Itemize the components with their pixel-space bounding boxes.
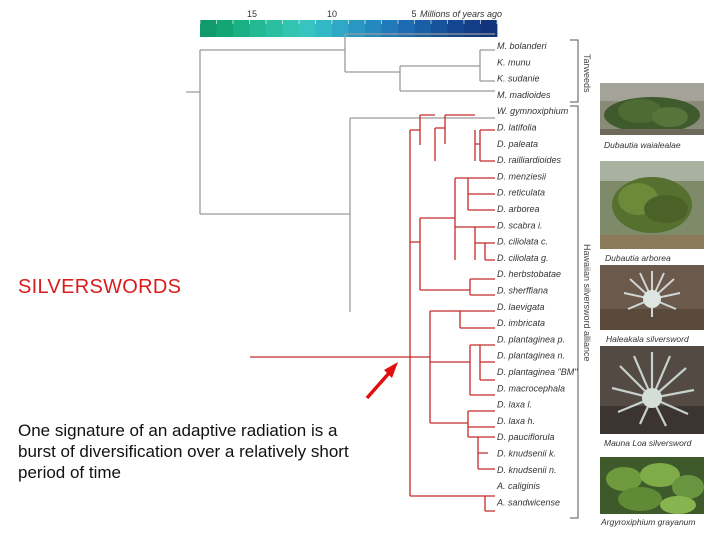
taxon-label: M. bolanderi	[497, 41, 548, 51]
timescale-cell	[299, 20, 316, 37]
taxa-labels: M. bolanderi K. munu K. sudanie M. madioide…	[496, 41, 578, 507]
taxon-label: A. sandwicense	[496, 497, 560, 507]
timescale-cell	[431, 20, 448, 37]
taxon-label: D. laxa h.	[497, 416, 535, 426]
taxon-label: K. munu	[497, 57, 531, 67]
photo-dubautia-arborea	[600, 161, 704, 249]
photo-argyroxiphium-grayanum	[600, 457, 704, 514]
alliance-label: Hawaiian silversword alliance	[582, 244, 592, 362]
caption-dubautia-waialealae: Dubautia waialealae	[604, 140, 681, 150]
timescale-tick-15: 15	[247, 9, 257, 19]
timescale-cell	[282, 20, 300, 37]
caption-haleakala-silversword: Haleakala silversword	[606, 334, 689, 344]
slide-body-text: One signature of an adaptive radiation i…	[18, 421, 349, 482]
taxon-label: M. madioides	[497, 90, 551, 100]
taxon-label: D. menziesii	[497, 171, 547, 181]
timescale-cell	[249, 20, 267, 37]
photo-haleakala-silversword	[600, 265, 704, 330]
taxon-label: D. railliardioides	[497, 155, 562, 165]
caption-argyroxiphium-grayanum: Argyroxiphium grayanum	[601, 517, 696, 527]
photo-mauna-loa-silversword	[600, 346, 704, 434]
taxon-label: D. knudsenii n.	[497, 465, 557, 475]
taxon-label: D. scabra i.	[497, 220, 543, 230]
taxon-label: K. sudanie	[497, 74, 540, 84]
timescale-cell	[464, 20, 481, 37]
silversword-branches	[250, 114, 495, 512]
taxon-label: D. latifolia	[497, 123, 537, 133]
taxon-label: D. laevigata	[497, 302, 545, 312]
timescale-cell	[381, 20, 399, 37]
timescale-cell	[348, 20, 366, 37]
taxon-label: D. laxa l.	[497, 400, 532, 410]
taxon-label: D. plantaginea n.	[497, 351, 565, 361]
taxon-label: D. knudsenii k.	[497, 449, 556, 459]
red-arrow	[365, 362, 398, 400]
taxon-label: D. ciliolata c.	[497, 237, 548, 247]
tarweed-branches	[186, 33, 495, 312]
taxon-label: D. ciliolata g.	[497, 253, 549, 263]
taxon-label: D. plantaginea "BM"	[497, 367, 578, 377]
caption-mauna-loa-silversword: Mauna Loa silversword	[604, 438, 692, 448]
timescale-tick-5: 5	[411, 9, 416, 19]
timescale-cell	[216, 20, 234, 37]
timescale-cell	[398, 20, 415, 37]
timescale-cell	[365, 20, 382, 37]
taxon-label: D. herbstobatae	[497, 269, 561, 279]
timescale-cell	[200, 20, 217, 37]
timescale-tick-10: 10	[327, 9, 337, 19]
taxon-label: D. macrocephala	[497, 383, 565, 393]
taxon-label: W. gymnoxiphium	[497, 106, 569, 116]
slide-heading: SILVERSWORDS	[18, 276, 182, 298]
timescale-cell	[332, 20, 349, 37]
taxon-label: D. pauciflorula	[497, 432, 555, 442]
taxon-label: D. arborea	[497, 204, 540, 214]
taxon-label: D. reticulata	[497, 188, 545, 198]
timescale-cell	[447, 20, 465, 37]
alliance-bracket: Hawaiian silversword alliance	[570, 105, 592, 519]
taxon-label: D. sherffiana	[497, 286, 548, 296]
tarweeds-label: Tarweeds	[582, 54, 592, 93]
timescale-cell	[480, 20, 498, 37]
taxon-label: A. caliginis	[496, 481, 541, 491]
timescale-cell	[233, 20, 250, 37]
taxon-label: D. imbricata	[497, 318, 545, 328]
taxon-label: D. paleata	[497, 139, 538, 149]
photo-dubautia-waialealae	[600, 83, 704, 135]
phylogenetic-tree	[186, 33, 495, 512]
caption-dubautia-arborea: Dubautia arborea	[605, 253, 671, 263]
timescale-label: Millions of years ago	[420, 9, 502, 19]
timescale-cell	[414, 20, 432, 37]
timescale-cell	[315, 20, 333, 37]
taxon-label: D. plantaginea p.	[497, 334, 565, 344]
timescale-bar: 15 10 5 Millions of years ago	[199, 9, 502, 37]
timescale-cell	[266, 20, 283, 37]
tarweeds-bracket: Tarweeds	[570, 39, 592, 103]
